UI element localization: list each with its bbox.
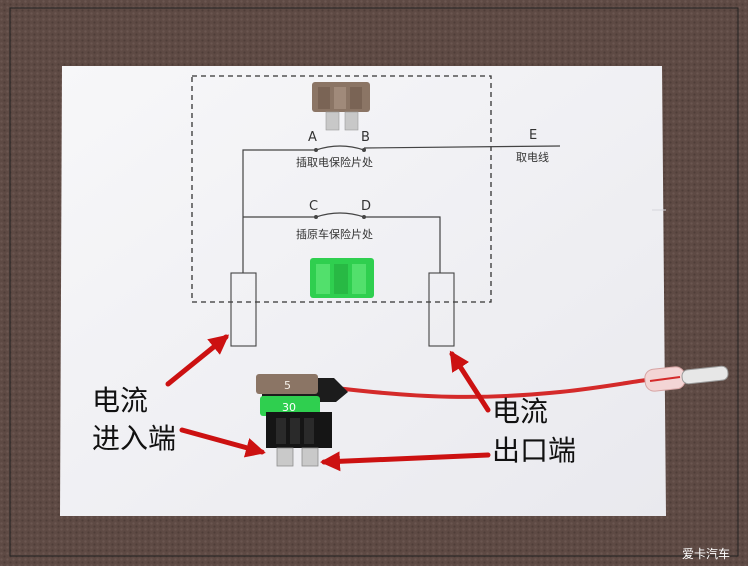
green-fuse-diagram	[310, 258, 374, 298]
arrow-to-input-slot	[165, 334, 230, 387]
lower-fuse-rating: 30	[282, 401, 296, 414]
arrow-to-input-blade	[179, 427, 266, 458]
arrow-to-output-blade	[320, 451, 491, 472]
output-label-line2: 出口端	[492, 434, 576, 467]
node-d-label: D	[361, 199, 371, 214]
circuit-wires	[242, 145, 561, 273]
watermark-text: 爱卡汽车	[682, 546, 730, 561]
dashed-enclosure	[191, 75, 492, 303]
upper-fuse-rating: 5	[284, 379, 291, 392]
input-label-line2: 进入端	[92, 422, 176, 455]
top-slot-label: 插取电保险片处	[296, 155, 373, 169]
node-e-label: E	[529, 128, 537, 143]
photo-frame	[9, 7, 739, 557]
e-wire-label: 取电线	[516, 150, 549, 164]
arrow-to-output-slot	[449, 350, 491, 413]
brown-fuse-top	[312, 82, 370, 131]
input-label-line1: 电流	[92, 384, 148, 417]
output-label-line1: 电流	[492, 395, 548, 428]
wire-terminal-connector	[644, 365, 729, 392]
node-c-label: C	[309, 199, 318, 214]
annotation-arrows	[165, 334, 491, 472]
node-dots	[314, 148, 366, 219]
red-wire	[334, 376, 662, 399]
bottom-slot-label: 插原车保险片处	[296, 227, 373, 241]
fuse-tap-assembly	[256, 374, 348, 467]
input-slot-rect	[230, 272, 257, 347]
node-a-label: A	[308, 130, 317, 145]
output-slot-rect	[428, 272, 455, 347]
node-b-label: B	[361, 130, 370, 145]
